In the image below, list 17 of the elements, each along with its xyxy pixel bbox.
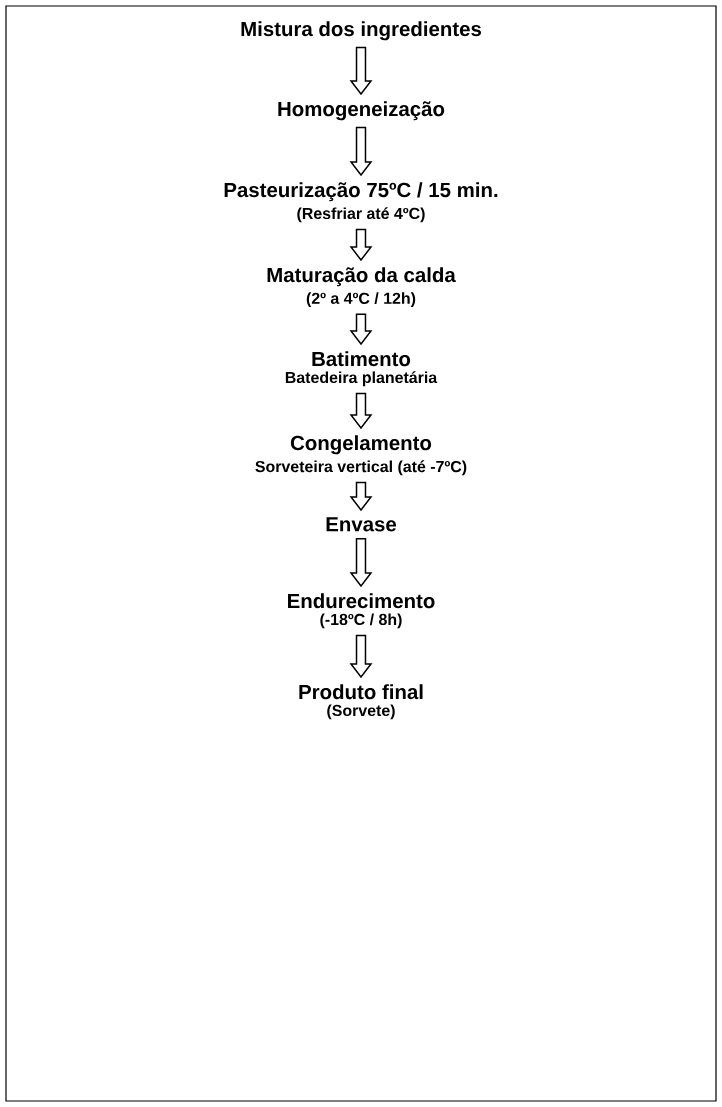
block-arrow xyxy=(349,313,373,346)
step-text: Congelamento Sorveteira vertical (até -7ºC) xyxy=(255,435,467,476)
block-arrow xyxy=(349,481,373,512)
block-arrow xyxy=(349,392,373,430)
step-text: Endurecimento (-18ºC / 8h) xyxy=(288,593,435,629)
block-arrow xyxy=(349,126,373,177)
step-text: Envase xyxy=(326,517,397,532)
step-text: Batimento Batedeira planetária xyxy=(285,351,438,387)
step-text: Produto final (Sorvete) xyxy=(299,684,423,720)
block-arrow xyxy=(349,46,373,96)
block-arrow xyxy=(349,228,373,262)
block-arrow xyxy=(349,537,373,588)
step-text: Homogeneização xyxy=(278,101,445,121)
step-text: Maturação da calda (2º a 4ºC / 12h) xyxy=(267,267,456,308)
block-arrow xyxy=(349,634,373,679)
step-text: Pasteurização 75ºC / 15 min. (Resfriar até 4ºC) xyxy=(224,182,498,223)
step-text: Mistura dos ingredientes xyxy=(241,21,481,41)
